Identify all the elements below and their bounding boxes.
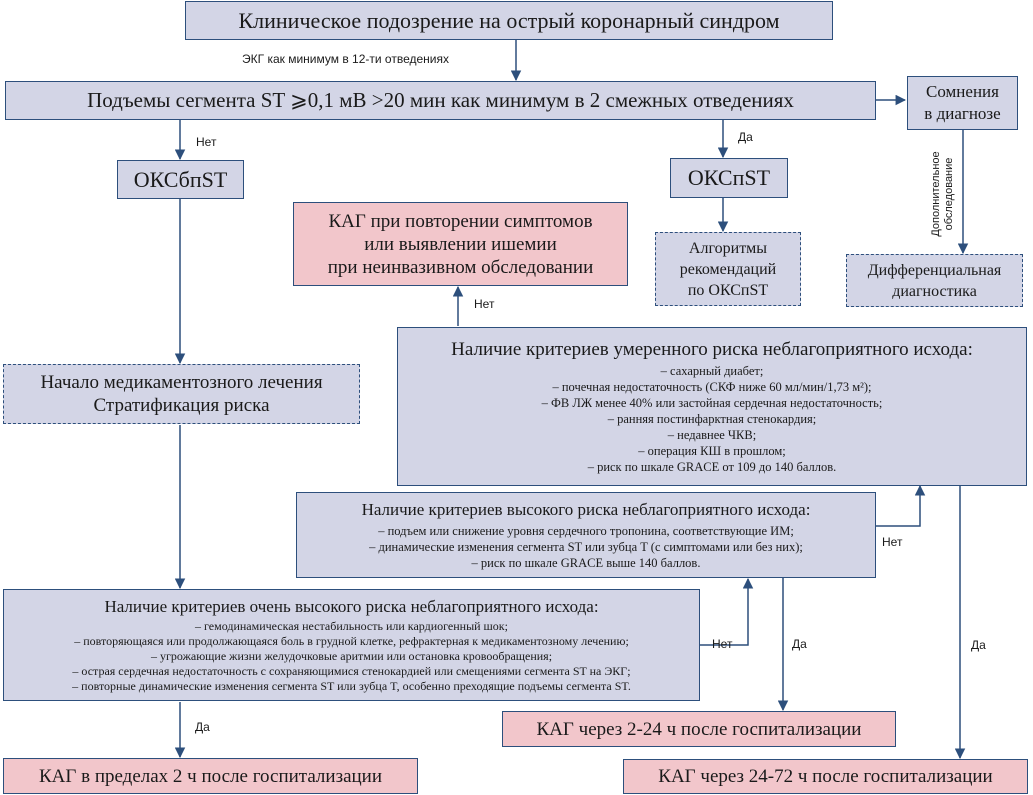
stemi-text: ОКСпST [687,165,771,190]
st-elevation-box: Подъемы сегмента ST ⩾0,1 мВ >20 мин как … [5,81,876,120]
doubt-line-2: в диагнозе [924,104,1001,123]
high-risk-list: – подъем или снижение уровня сердечного … [369,523,803,571]
differential-box: Дифференциальная диагностика [846,254,1023,307]
moderate-item: – операция КШ в прошлом; [638,444,786,458]
very-high-risk-title: Наличие критериев очень высокого риска н… [104,597,599,616]
suspicion-box: Клиническое подозрение на острый коронар… [185,1,833,40]
kag-repeat-line-3: при неинвазивном обследовании [327,256,594,278]
moderate-item: – сахарный диабет; [660,364,764,378]
st-elevation-text: Подъемы сегмента ST ⩾0,1 мВ >20 мин как … [87,88,794,112]
kag-repeat-line-1: КАГ при повторении симптомов [328,210,593,232]
differential-line-2: диагностика [892,282,977,300]
high-item: – риск по шкале GRACE выше 140 баллов. [471,556,701,570]
moderate-item: – почечная недостаточность (СКФ ниже 60 … [552,380,872,394]
moderate-item: – риск по шкале GRACE от 109 до 140 балл… [587,460,837,474]
yes-label-high: Да [792,637,807,651]
high-item: – динамические изменения сегмента ST или… [369,540,803,554]
high-risk-title: Наличие критериев высокого риска неблаго… [361,500,811,519]
nstemi-text: ОКСбпST [133,166,228,192]
algorithms-line-1: Алгоритмы [688,239,768,257]
algorithms-line-3: по ОКСпST [687,281,769,299]
yes-label-very-high: Да [195,720,210,734]
very-high-item: – повторные динамические изменения сегме… [72,679,631,693]
kag-24-72h-box: КАГ через 24-72 ч после госпитализации [623,759,1028,794]
additional-exam-label: Дополнительное обследование [930,139,958,249]
medical-start-box: Начало медикаментозного лечения Стратифи… [3,364,360,424]
moderate-risk-title: Наличие критериев умеренного риска небла… [451,339,973,360]
moderate-risk-box: Наличие критериев умеренного риска небла… [397,327,1027,486]
kag-2h-text: КАГ в пределах 2 ч после госпитализации [38,765,383,787]
no-label-very-high: Нет [712,637,733,651]
ecg-label: ЭКГ как минимум в 12-ти отведениях [242,52,449,66]
doubt-line-1: Сомнения [926,82,999,101]
doubt-box: Сомнения в диагнозе [907,76,1018,130]
moderate-item: – ранняя постинфарктная стенокардия; [607,412,817,426]
additional-exam-line-2: обследование [943,157,955,231]
kag-2-24h-box: КАГ через 2-24 ч после госпитализации [502,711,896,747]
yes-label-moderate: Да [971,638,986,652]
high-risk-box: Наличие критериев высокого риска неблаго… [296,492,876,578]
no-label-high: Нет [882,535,903,549]
very-high-risk-list: – гемодинамическая нестабильность или ка… [72,619,631,694]
high-item: – подъем или снижение уровня сердечного … [378,524,794,538]
kag-24-72h-text: КАГ через 24-72 ч после госпитализации [658,766,993,787]
additional-exam-line-1: Дополнительное [930,151,942,237]
no-label-nstemi: Нет [196,135,217,149]
suspicion-text: Клиническое подозрение на острый коронар… [238,7,780,33]
arrow-high-to-moderate [876,484,926,527]
moderate-item: – недавнее ЧКВ; [667,428,757,442]
no-label-kag-repeat: Нет [474,297,495,311]
kag-2-24h-text: КАГ через 2-24 ч после госпитализации [536,718,862,740]
kag-2h-box: КАГ в пределах 2 ч после госпитализации [3,758,418,794]
very-high-risk-box: Наличие критериев очень высокого риска н… [3,589,700,701]
differential-line-1: Дифференциальная [867,261,1002,279]
nstemi-box: ОКСбпST [117,160,244,199]
very-high-item: – острая сердечная недостаточность с сох… [72,664,631,678]
kag-repeat-box: КАГ при повторении симптомов или выявлен… [293,202,628,286]
moderate-item: – ФВ ЛЖ менее 40% или застойная сердечна… [541,396,883,410]
kag-repeat-line-2: или выявлении ишемии [364,233,557,255]
stemi-algorithms-box: Алгоритмы рекомендаций по ОКСпST [655,232,801,306]
medical-line-1: Начало медикаментозного лечения [40,372,323,393]
very-high-item: – угрожающие жизни желудочковые аритмии … [150,649,553,663]
stemi-box: ОКСпST [670,158,788,198]
very-high-item: – гемодинамическая нестабильность или ка… [195,619,508,633]
yes-label-stemi: Да [738,130,753,144]
algorithms-line-2: рекомендаций [679,260,777,278]
arrow-very-high-to-high [700,577,754,646]
medical-line-2: Стратификация риска [93,395,270,416]
moderate-risk-list: – сахарный диабет; – почечная недостаточ… [542,363,883,475]
very-high-item: – повторяющаяся или продолжающаяся боль … [74,634,629,648]
